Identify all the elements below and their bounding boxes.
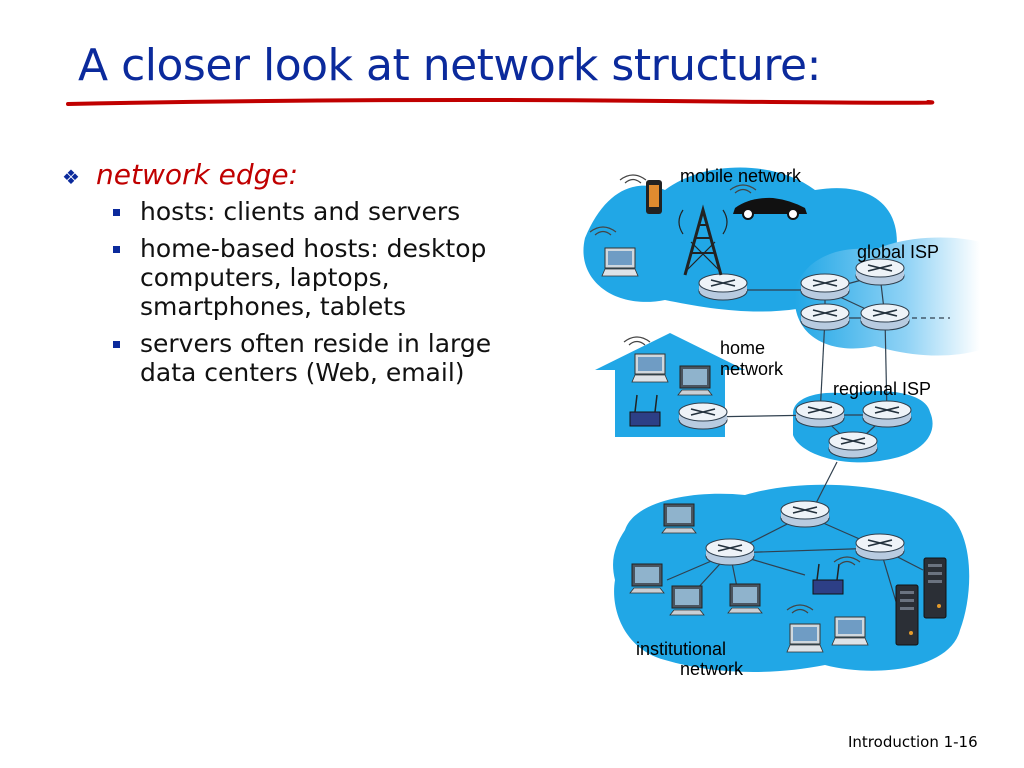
desktop-icon xyxy=(661,503,697,534)
router-icon xyxy=(800,303,850,331)
desktop-icon xyxy=(629,563,665,594)
sub-bullet: servers often reside in large data cente… xyxy=(110,329,500,387)
bullet-network-edge: ❖ network edge: xyxy=(62,158,522,191)
router-icon xyxy=(828,431,878,459)
wireless-router-icon xyxy=(629,394,661,427)
institutional-network-cloud xyxy=(613,484,970,672)
sub-bullet-list: hosts: clients and servers home-based ho… xyxy=(62,197,522,387)
slide-title: A closer look at network structure: xyxy=(78,40,821,91)
label-home-network-1: home xyxy=(720,338,766,358)
laptop-icon xyxy=(601,247,639,277)
desktop-icon xyxy=(669,585,705,616)
router-icon xyxy=(795,400,845,428)
router-icon xyxy=(705,538,755,566)
sub-bullet: home-based hosts: desktop computers, lap… xyxy=(110,234,500,321)
bullet-list: ❖ network edge: hosts: clients and serve… xyxy=(62,158,522,395)
router-icon xyxy=(678,402,728,430)
square-bullet-icon xyxy=(113,341,120,348)
label-global-isp: global ISP xyxy=(857,242,940,262)
router-icon xyxy=(862,400,912,428)
router-icon xyxy=(698,273,748,301)
server-icon xyxy=(923,557,947,619)
bullet-network-edge-label: network edge: xyxy=(96,158,299,191)
label-home-network-2: network xyxy=(720,359,784,379)
router-icon xyxy=(855,533,905,561)
router-icon xyxy=(780,500,830,528)
network-diagram xyxy=(583,167,980,672)
sub-bullet: hosts: clients and servers xyxy=(110,197,500,226)
smartphone-icon xyxy=(619,174,662,214)
square-bullet-icon xyxy=(113,246,120,253)
label-institutional-network-2: network xyxy=(680,659,744,679)
router-icon xyxy=(800,273,850,301)
desktop-icon xyxy=(727,583,763,614)
router-icon xyxy=(855,258,905,286)
wifi-icon xyxy=(623,336,651,346)
router-icon xyxy=(860,303,910,331)
cell-tower-icon xyxy=(678,204,728,276)
laptop-icon xyxy=(786,623,824,653)
label-regional-isp: regional ISP xyxy=(833,379,932,399)
car-icon xyxy=(729,184,807,220)
label-mobile-network: mobile network xyxy=(680,166,802,186)
slide-footer: Introduction 1-16 xyxy=(848,733,978,751)
laptop-icon xyxy=(631,353,669,383)
square-bullet-icon xyxy=(113,209,120,216)
diamond-bullet-icon: ❖ xyxy=(62,165,80,189)
desktop-icon xyxy=(677,365,713,396)
title-underline xyxy=(66,98,935,106)
server-icon xyxy=(895,584,919,646)
wireless-router-icon xyxy=(812,556,861,595)
label-institutional-network-1: institutional xyxy=(636,639,727,659)
laptop-icon xyxy=(831,616,869,646)
